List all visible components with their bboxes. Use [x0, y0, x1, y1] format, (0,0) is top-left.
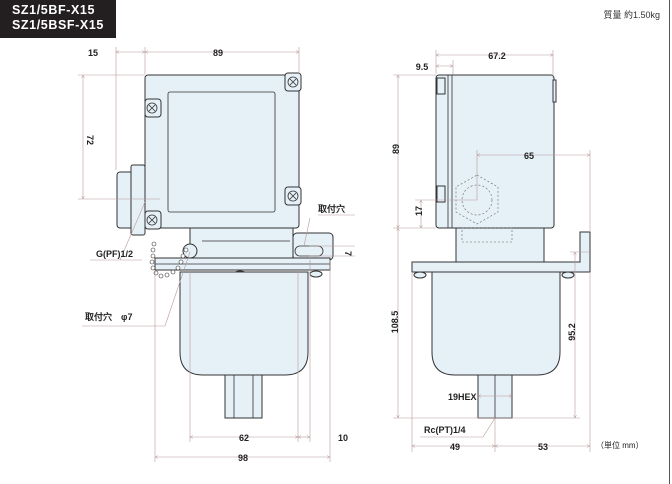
label-hex: 19HEX — [448, 392, 477, 402]
label-mount-hole-dia: 取付穴 φ7 — [85, 311, 132, 322]
dim-108-5: 108.5 — [390, 311, 400, 334]
dim-72: 72 — [85, 135, 95, 145]
model-name-1: SZ1/5BF-X15 — [12, 3, 96, 17]
base-block — [189, 227, 294, 259]
screw-icon — [144, 72, 302, 230]
side-view: 9.5 67.2 89 65 17 108.5 95.2 49 53 19HEX… — [390, 50, 644, 452]
page-border — [669, 0, 670, 484]
dim-10: 10 — [338, 433, 348, 443]
units-label: （単位 mm） — [596, 440, 644, 450]
model-title: SZ1/5BF-X15 SZ1/5BSF-X15 — [0, 0, 116, 38]
dim-95-2: 95.2 — [567, 323, 577, 341]
model-name-2: SZ1/5BSF-X15 — [12, 18, 104, 32]
pressure-port — [224, 374, 263, 419]
dim-17: 17 — [414, 206, 424, 216]
dim-89: 89 — [213, 48, 223, 58]
label-conduit: G(PF)1/2 — [96, 249, 133, 259]
front-dimensions — [78, 47, 355, 462]
hex-nut-hidden — [455, 174, 499, 225]
housing-side — [435, 74, 555, 229]
dim-67-2: 67.2 — [488, 51, 506, 61]
dim-15: 15 — [88, 48, 98, 58]
cover-window — [167, 91, 276, 213]
dim-53: 53 — [538, 442, 548, 452]
weight-label: 質量 約1.50kg — [603, 10, 660, 20]
front-view: 15 89 72 7 62 10 98 取付穴 G(PF)1/2 取付穴 φ7 — [78, 47, 355, 463]
side-dimensions — [393, 50, 591, 452]
dim-7: 7 — [343, 251, 353, 256]
label-mount-hole: 取付穴 — [318, 203, 345, 214]
dim-89-side: 89 — [391, 144, 401, 154]
base-block-side — [455, 227, 545, 263]
dim-9-5: 9.5 — [416, 62, 429, 72]
bellows-cup-side — [431, 271, 561, 376]
dim-62: 62 — [239, 433, 249, 443]
dim-98: 98 — [238, 453, 248, 463]
label-port: Rc(PT)1/4 — [424, 425, 466, 435]
dim-65: 65 — [524, 151, 534, 161]
dim-49: 49 — [450, 442, 460, 452]
bellows-cup — [179, 271, 309, 376]
